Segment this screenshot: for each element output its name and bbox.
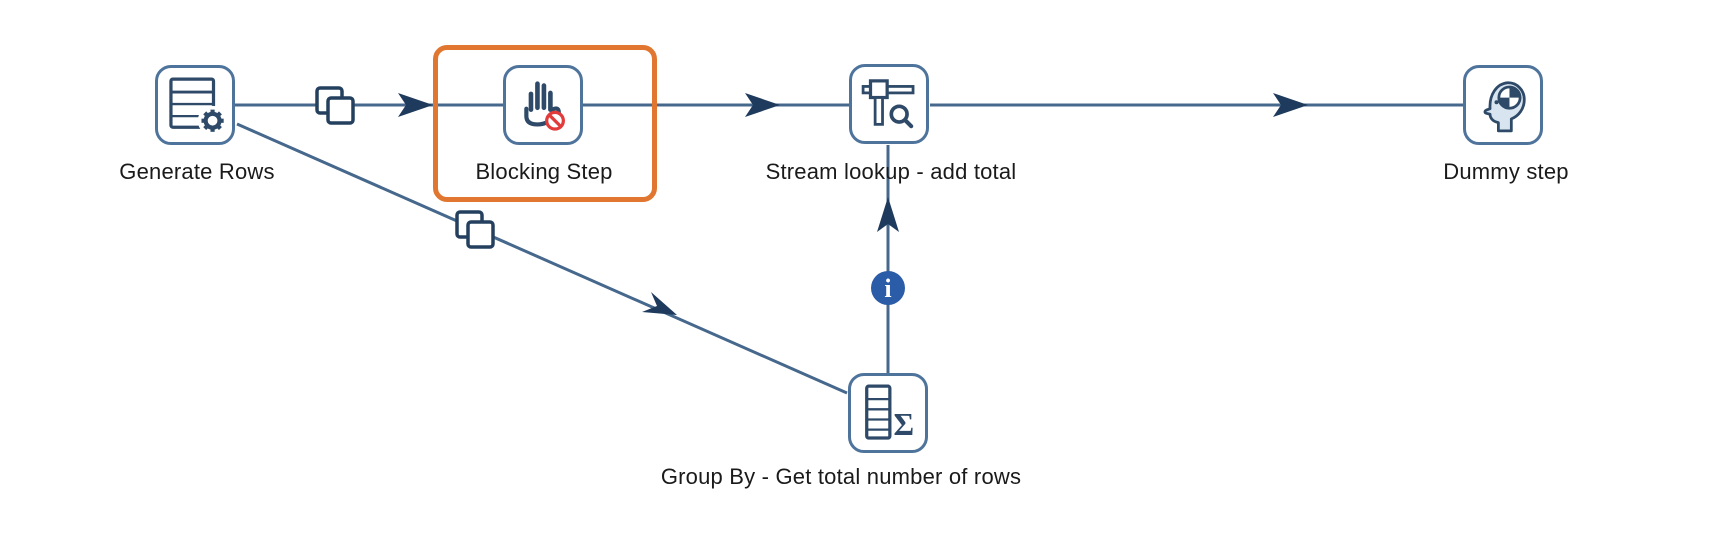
- step-label-stream-lookup: Stream lookup - add total: [765, 159, 1017, 184]
- magnifier-icon: [889, 104, 914, 129]
- copy-rows-icon[interactable]: [455, 210, 495, 249]
- hop-arrowhead: [398, 93, 433, 117]
- step-dummy-step[interactable]: [1463, 65, 1543, 145]
- head-target-icon: [1483, 81, 1526, 133]
- step-generate-rows[interactable]: [155, 65, 235, 145]
- blocking-hand-icon: [524, 81, 565, 131]
- hop-arrowhead: [642, 292, 677, 315]
- hop-line-generate-to-groupby[interactable]: [236, 122, 848, 395]
- tee-pipe-magnifier-icon: [861, 79, 915, 129]
- target-icon: [1497, 85, 1522, 110]
- hop-arrowhead: [1273, 93, 1308, 117]
- hop-arrowhead: [877, 197, 899, 232]
- step-group-by[interactable]: Σ: [848, 373, 928, 453]
- table-gear-icon: [169, 77, 228, 136]
- step-label-group-by: Group By - Get total number of rows: [660, 464, 1022, 489]
- step-label-generate-rows: Generate Rows: [119, 159, 275, 184]
- prohibition-icon: [545, 110, 565, 131]
- copy-rows-icon[interactable]: [315, 86, 355, 125]
- info-glyph: i: [884, 274, 891, 303]
- info-icon[interactable]: i: [871, 271, 905, 305]
- step-stream-lookup[interactable]: [849, 64, 929, 144]
- sigma-glyph: Σ: [894, 407, 915, 442]
- rows-sigma-icon: Σ: [865, 384, 915, 442]
- step-label-dummy-step: Dummy step: [1443, 159, 1569, 184]
- step-blocking-step[interactable]: [503, 65, 583, 145]
- step-label-blocking-step: Blocking Step: [475, 159, 613, 184]
- hop-arrowhead: [745, 93, 780, 117]
